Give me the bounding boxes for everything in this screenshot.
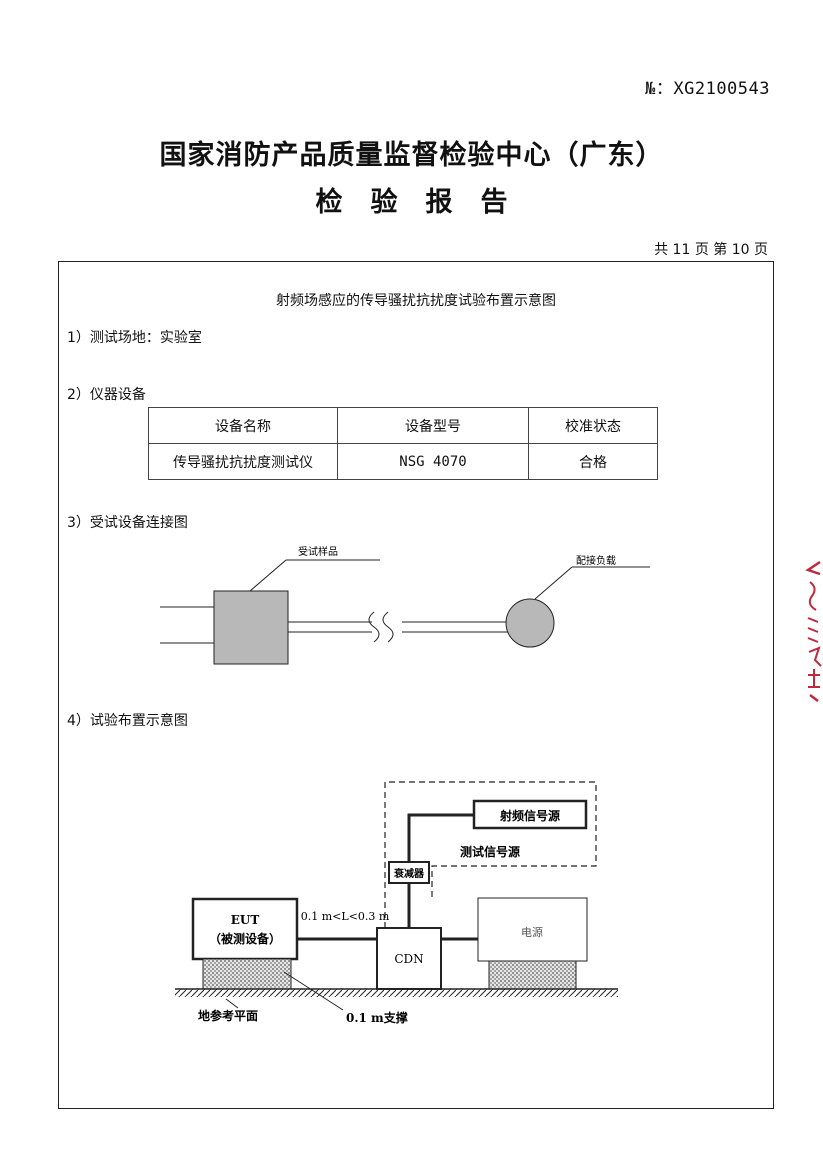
rf-source-label: 射频信号源 xyxy=(499,808,560,823)
table-header-row: 设备名称 设备型号 校准状态 xyxy=(148,407,658,444)
equipment-heading: 2）仪器设备 xyxy=(67,387,146,403)
eut-block xyxy=(191,897,299,961)
test-signal-source-label: 测试信号源 xyxy=(460,844,520,859)
site-line: 1）测试场地：实验室 xyxy=(67,330,202,346)
eut-label: 受试样品 xyxy=(298,545,338,558)
page-count: 共 11 页 第 10 页 xyxy=(654,242,768,258)
power-support xyxy=(488,960,577,990)
table-cell: 传导骚扰抗扰度测试仪 xyxy=(148,443,338,480)
seal-stamp-fragment xyxy=(800,560,822,705)
org-title: 国家消防产品质量监督检验中心（广东） xyxy=(159,140,664,171)
leader-line xyxy=(225,998,239,1009)
eut-support xyxy=(202,958,292,990)
break-mark xyxy=(368,611,380,643)
load-label: 配接负载 xyxy=(576,554,616,567)
eut-sublabel: （被测设备） xyxy=(209,931,281,946)
layout-heading: 4）试验布置示意图 xyxy=(67,713,188,729)
doc-type-title: 检验报告 xyxy=(315,187,536,218)
leader-line xyxy=(534,566,573,600)
eut-label: EUT xyxy=(231,913,260,927)
distance-label: 0.1 m<L<0.3 m xyxy=(301,910,390,923)
eut-box xyxy=(213,590,289,665)
table-header: 设备型号 xyxy=(337,407,529,444)
leader-line xyxy=(283,971,344,1011)
dashed-enclosure xyxy=(384,781,597,928)
table-header: 校准状态 xyxy=(528,407,658,444)
signal-wire xyxy=(407,813,474,862)
attenuator-label: 衰减器 xyxy=(393,867,425,880)
equipment-table: 设备名称 设备型号 校准状态 传导骚扰抗扰度测试仪 NSG 4070 合格 xyxy=(148,407,658,480)
stamp-mark-icon xyxy=(805,560,822,702)
ground-plane-label: 地参考平面 xyxy=(198,1008,258,1023)
load-circle xyxy=(505,598,555,648)
table-cell: NSG 4070 xyxy=(337,443,529,480)
content-frame xyxy=(58,261,774,1109)
connection-diagram: 受试样品 配接负载 xyxy=(160,545,650,665)
power-label: 电源 xyxy=(521,925,543,939)
table-row: 传导骚扰抗扰度测试仪 NSG 4070 合格 xyxy=(148,443,658,480)
layout-diagram: 射频信号源 测试信号源 衰减器 EUT （被测设备） 0.1 m<L<0.3 m… xyxy=(175,781,618,1025)
connection-heading: 3）受试设备连接图 xyxy=(67,515,188,531)
support-label: 0.1 m支撑 xyxy=(346,1010,408,1025)
figure-caption: 射频场感应的传导骚扰抗扰度试验布置示意图 xyxy=(276,293,556,309)
leader-line xyxy=(249,559,287,592)
ground-plane xyxy=(175,989,618,997)
report-number: №：XG2100543 xyxy=(645,79,770,99)
table-cell: 合格 xyxy=(528,443,658,480)
break-mark xyxy=(382,611,394,643)
cdn-label: CDN xyxy=(394,952,423,966)
